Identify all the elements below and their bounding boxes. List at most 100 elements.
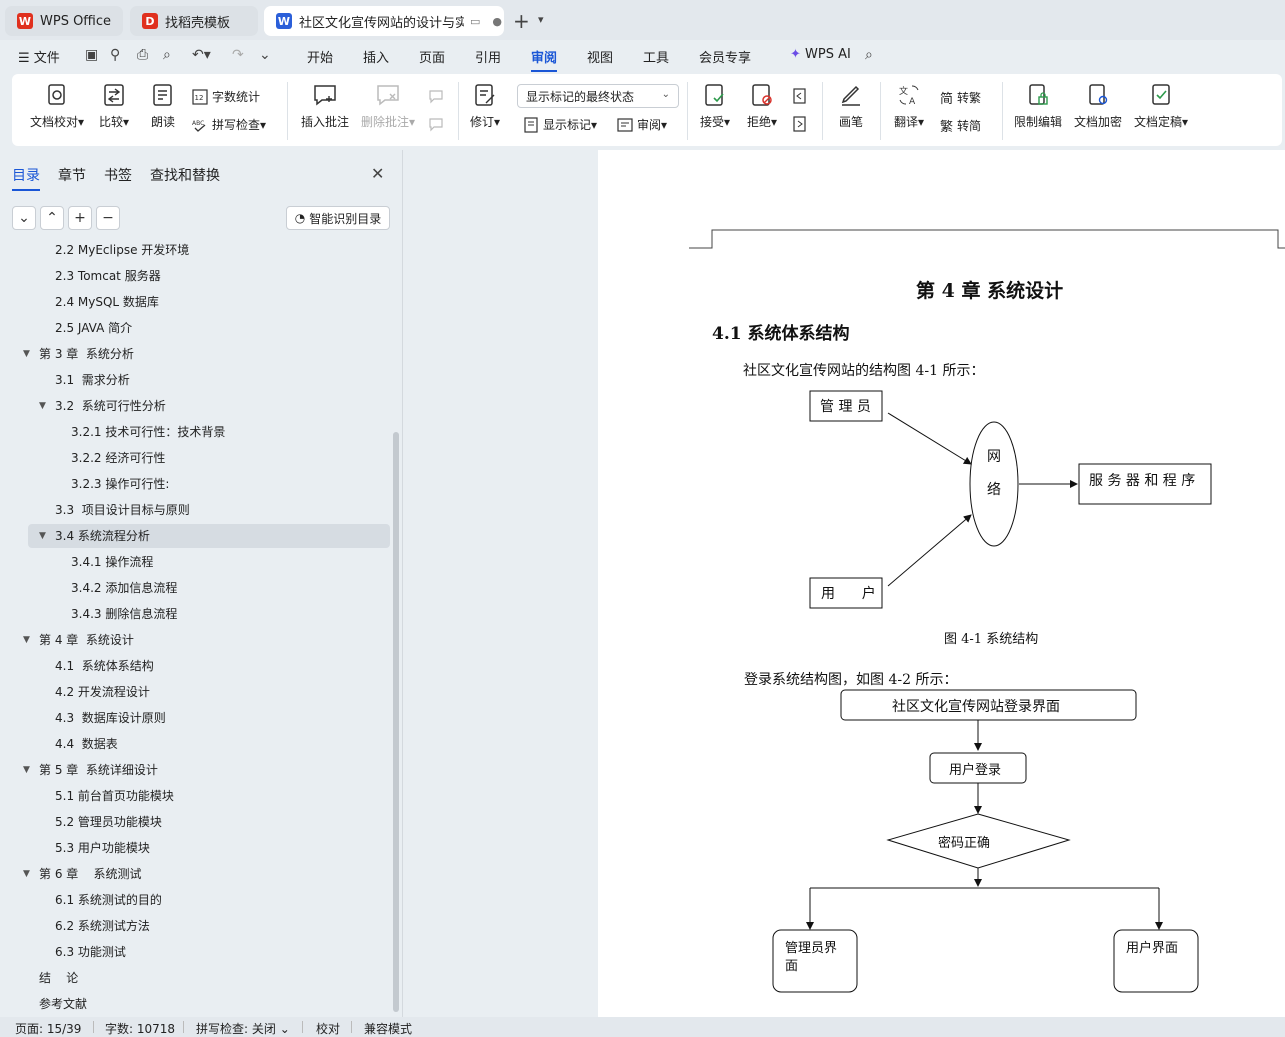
nav-tab-toc[interactable]: 目录 — [12, 165, 40, 191]
close-icon[interactable]: ✕ — [371, 164, 385, 183]
expand-button[interactable]: + — [68, 206, 92, 230]
nav-tab-find-replace[interactable]: 查找和替换 — [150, 168, 220, 184]
insert-comment-button[interactable]: 插入批注 — [301, 82, 349, 130]
toc-item[interactable]: 5.3 用户功能模块 — [55, 836, 150, 860]
toc-item[interactable]: 4.1 系统体系结构 — [55, 654, 154, 678]
expand-caret-icon[interactable]: ▼ — [23, 349, 30, 359]
toc-item[interactable]: 5.1 前台首页功能模块 — [55, 784, 174, 808]
expand-caret-icon[interactable]: ▼ — [39, 531, 46, 541]
menu-member[interactable]: 会员专享 — [699, 51, 752, 66]
toc-item[interactable]: ▼3.4 系统流程分析 — [39, 524, 150, 548]
menu-insert[interactable]: 插入 — [363, 51, 390, 66]
next-revision-icon[interactable] — [792, 116, 812, 132]
toc-item[interactable]: 3.2.1 技术可行性：技术背景 — [71, 420, 225, 444]
nav-tab-chapter[interactable]: 章节 — [58, 168, 86, 184]
menu-reference[interactable]: 引用 — [475, 51, 502, 66]
next-comment-icon[interactable] — [428, 116, 448, 132]
toc-item[interactable]: 2.2 MyEclipse 开发环境 — [55, 242, 189, 262]
encrypt-doc-button[interactable]: 文档加密 — [1074, 82, 1122, 130]
collapse-down-button[interactable]: ⌄ — [12, 206, 36, 230]
toc-item[interactable]: 3.4.1 操作流程 — [71, 550, 153, 574]
redo-icon[interactable]: ↷ — [232, 47, 244, 63]
proof-status[interactable]: 校对 — [316, 1022, 341, 1036]
expand-caret-icon[interactable]: ▼ — [23, 765, 30, 775]
expand-caret-icon[interactable]: ▼ — [23, 635, 30, 645]
print-icon[interactable]: ⎙ — [137, 47, 149, 63]
toc-item[interactable]: 3.1 需求分析 — [55, 368, 130, 392]
tab-template[interactable]: D 找稻壳模板 — [130, 6, 258, 36]
file-menu[interactable]: ☰ 文件 — [18, 51, 60, 66]
toc-item[interactable]: 4.2 开发流程设计 — [55, 680, 150, 704]
menu-start[interactable]: 开始 — [307, 51, 334, 66]
delete-comment-button[interactable]: 删除批注▾ — [361, 82, 415, 130]
tab-list-chevron-icon[interactable]: ▾ — [538, 13, 544, 26]
toc-scrollbar[interactable] — [393, 432, 399, 1012]
toc-item[interactable]: 4.3 数据库设计原则 — [55, 706, 166, 730]
tab-wps-office[interactable]: W WPS Office — [5, 6, 123, 36]
toc-item[interactable]: 3.4.2 添加信息流程 — [71, 576, 177, 600]
toc-item[interactable]: ▼3.2 系统可行性分析 — [39, 394, 166, 418]
menu-view[interactable]: 视图 — [587, 51, 614, 66]
reject-button[interactable]: 拒绝▾ — [747, 82, 777, 130]
toc-item[interactable]: 结 论 — [39, 966, 78, 990]
accept-button[interactable]: 接受▾ — [700, 82, 730, 130]
pen-button[interactable]: 画笔 — [838, 82, 864, 130]
collapse-up-button[interactable]: ⌃ — [40, 206, 64, 230]
prev-comment-icon[interactable] — [428, 88, 448, 104]
word-count-indicator[interactable]: 字数: 10718 — [105, 1022, 176, 1036]
search-icon[interactable]: ⌕ — [865, 47, 873, 63]
toc-item[interactable]: 2.3 Tomcat 服务器 — [55, 264, 161, 288]
print-preview-icon[interactable]: ⌕ — [163, 47, 171, 63]
new-tab-button[interactable]: + — [513, 9, 530, 33]
toc-item[interactable]: 6.1 系统测试的目的 — [55, 888, 162, 912]
toc-item[interactable]: 参考文献 — [39, 992, 87, 1016]
undo-icon[interactable]: ↶▾ — [192, 47, 211, 63]
word-count-button[interactable]: 12 字数统计 — [192, 88, 260, 105]
menu-review[interactable]: 审阅 — [531, 47, 558, 72]
toc-item[interactable]: 3.2.2 经济可行性 — [71, 446, 165, 470]
restrict-edit-button[interactable]: 限制编辑 — [1014, 82, 1062, 130]
tab-close-dot-icon[interactable]: ● — [492, 14, 503, 28]
menu-tools[interactable]: 工具 — [643, 51, 670, 66]
share-icon[interactable]: ⚲ — [110, 47, 121, 63]
page-indicator[interactable]: 页面: 15/39 — [15, 1022, 82, 1036]
toc-item[interactable]: 6.3 功能测试 — [55, 940, 126, 964]
expand-caret-icon[interactable]: ▼ — [23, 869, 30, 879]
toc-item[interactable]: ▼第 4 章 系统设计 — [23, 628, 134, 652]
menu-page[interactable]: 页面 — [419, 51, 446, 66]
wps-ai-button[interactable]: ✦ WPS AI — [790, 47, 851, 62]
toc-item[interactable]: 2.4 MySQL 数据库 — [55, 290, 159, 314]
toc-item[interactable]: ▼第 5 章 系统详细设计 — [23, 758, 158, 782]
save-icon[interactable]: ▣ — [85, 47, 99, 63]
smart-toc-button[interactable]: ◔智能识别目录 — [286, 206, 390, 230]
markup-state-select[interactable]: 显示标记的最终状态 ⌄ — [517, 84, 679, 108]
finalize-doc-button[interactable]: 文档定稿▾ — [1134, 82, 1188, 130]
revise-button[interactable]: 修订▾ — [470, 82, 500, 130]
review-pane-button[interactable]: 审阅▾ — [617, 116, 667, 133]
toc-item[interactable]: 6.2 系统测试方法 — [55, 914, 150, 938]
toc-item[interactable]: 3.3 项目设计目标与原则 — [55, 498, 190, 522]
collapse-button[interactable]: − — [96, 206, 120, 230]
toc-item[interactable]: 5.2 管理员功能模块 — [55, 810, 162, 834]
more-chevron-icon[interactable]: ⌄ — [259, 47, 271, 63]
toc-item[interactable]: 4.4 数据表 — [55, 732, 118, 756]
to-traditional-button[interactable]: 简 转繁 — [940, 88, 981, 107]
toc-item[interactable]: ▼第 6 章 系统测试 — [23, 862, 142, 886]
expand-caret-icon[interactable]: ▼ — [39, 401, 46, 411]
toc-item[interactable]: 3.2.3 操作可行性: — [71, 472, 169, 496]
read-aloud-button[interactable]: 朗读 — [150, 82, 176, 130]
toc-item[interactable]: 2.5 JAVA 简介 — [55, 316, 132, 340]
document-page[interactable]: 第 4 章 系统设计 4.1 系统体系结构 社区文化宣传网站的结构图 4-1 所… — [598, 150, 1285, 1017]
compare-button[interactable]: 比较▾ — [99, 82, 129, 130]
prev-revision-icon[interactable] — [792, 88, 812, 104]
spell-check-status[interactable]: 拼写检查: 关闭 ⌄ — [196, 1020, 290, 1037]
nav-tab-bookmark[interactable]: 书签 — [104, 168, 132, 184]
to-simplified-button[interactable]: 繁 转简 — [940, 116, 981, 135]
show-markup-button[interactable]: 显示标记▾ — [523, 116, 597, 133]
doc-check-button[interactable]: 文档校对▾ — [30, 82, 84, 130]
toc-item[interactable]: ▼第 3 章 系统分析 — [23, 342, 134, 366]
tab-document[interactable]: W 社区文化宣传网站的设计与实现 ▭ ● — [264, 6, 504, 36]
toc-item[interactable]: 3.4.3 删除信息流程 — [71, 602, 177, 626]
spell-check-button[interactable]: ABC 拼写检查▾ — [192, 117, 267, 133]
